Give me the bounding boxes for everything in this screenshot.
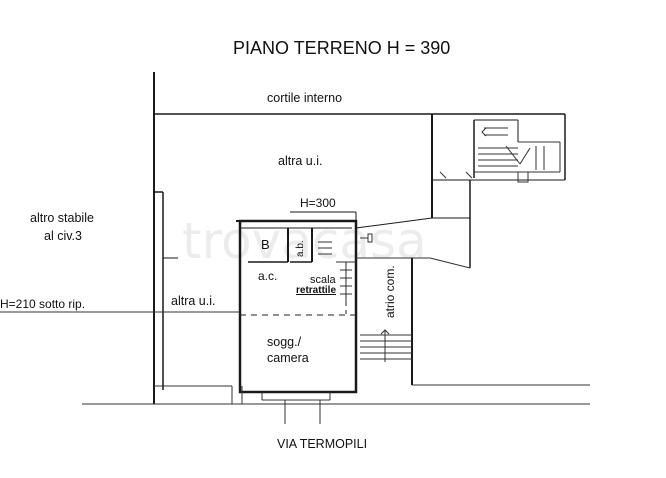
label-living-line1: sogg./	[267, 335, 302, 349]
label-room-ab: a.b.	[295, 240, 306, 257]
label-neighbor-line1: altro stabile	[30, 211, 94, 225]
apartment-walls	[231, 211, 358, 424]
label-stair-line1: scala	[310, 274, 337, 286]
label-height-note: H=210 sotto rip.	[0, 297, 85, 311]
label-living-line2: camera	[267, 351, 309, 365]
outer-walls	[82, 72, 590, 405]
left-unit-walls	[154, 191, 178, 390]
label-room-ac: a.c.	[258, 269, 277, 283]
upper-stair-block	[439, 119, 561, 183]
label-ceiling-height: H=300	[300, 196, 336, 210]
atrium-walls	[355, 180, 590, 386]
label-unit-top: altra u.i.	[278, 154, 322, 168]
label-stair-line2: retrattile	[296, 285, 336, 296]
label-neighbor-line2: al civ.3	[44, 229, 82, 243]
label-courtyard: cortile interno	[267, 91, 342, 105]
label-street: VIA TERMOPILI	[277, 437, 367, 451]
label-room-b: B	[261, 237, 270, 252]
label-atrium: atrio com.	[383, 265, 397, 318]
label-unit-left: altra u.i.	[171, 294, 215, 308]
plan-title: PIANO TERRENO H = 390	[233, 38, 450, 58]
